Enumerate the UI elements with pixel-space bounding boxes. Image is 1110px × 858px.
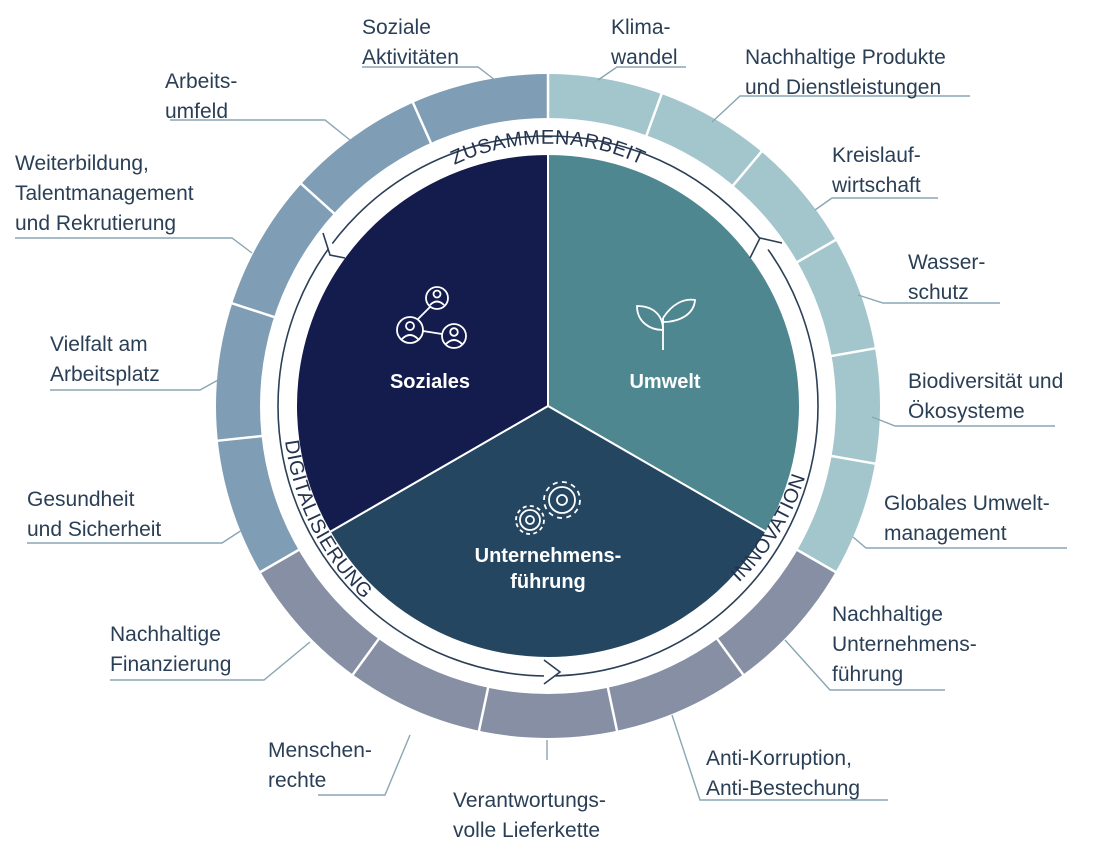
ring-separator (828, 454, 877, 466)
topic-gesundheit: Gesundheit und Sicherheit (27, 488, 162, 541)
pillar-governance-label-2: führung (510, 571, 586, 593)
pillar-governance-label-1: Unternehmens- (475, 545, 622, 567)
band-chevron (749, 237, 783, 259)
leader-line (814, 197, 938, 211)
leader-line (852, 536, 1067, 549)
pie-slice-governance (328, 404, 768, 659)
topic-vielfalt: Vielfalt am Arbeitsplatz (50, 333, 160, 386)
center-pie (295, 152, 801, 659)
band-chevron (543, 659, 562, 685)
ring-segment-social (215, 74, 548, 572)
ring-separator (477, 684, 490, 732)
leader-line (362, 66, 496, 81)
ring-separator (794, 547, 838, 574)
topic-arbeitsumfeld: Arbeits- umfeld (165, 70, 238, 123)
ring-separator (794, 238, 838, 265)
leader-line (318, 734, 411, 796)
leader-line (857, 294, 1000, 304)
ring-separator (714, 635, 745, 677)
ring-separator (411, 101, 434, 147)
ring-segment-environment (548, 74, 880, 572)
topic-lieferkette: Verantwortungs- volle Lieferkette (453, 789, 606, 842)
topic-nachhaltige-finanzierung: Nachhaltige Finanzierung (110, 623, 232, 676)
people-network-icon (396, 286, 467, 349)
leader-line (27, 529, 243, 544)
topic-anti-korruption: Anti-Korruption, Anti-Bestechung (706, 747, 861, 800)
ring-separator (258, 547, 302, 574)
topic-umweltmanagement: Globales Umwelt- management (884, 492, 1050, 545)
topic-kreislaufwirtschaft: Kreislauf- wirtschaft (832, 144, 921, 197)
leader-line (110, 641, 311, 681)
leader-line (871, 416, 1055, 427)
leader-line (784, 639, 945, 691)
topic-nachhaltige-unternehmensfuehrung: Nachhaltige Unternehmens- führung (832, 603, 977, 686)
outer-topic-ring (215, 73, 880, 738)
leaf-sprout-icon (636, 298, 696, 350)
topic-nachhaltige-produkte: Nachhaltige Produkte und Dienstleistunge… (745, 46, 946, 99)
ring-separator (730, 150, 764, 189)
ring-segment-governance (260, 549, 836, 738)
ring-separator (644, 92, 664, 139)
ring-separator (216, 434, 265, 443)
pillar-environment-label: Umwelt (629, 371, 700, 393)
topic-wasserschutz: Wasser- schutz (908, 251, 986, 304)
ring-separator (230, 301, 278, 320)
topic-klimawandel: Klima- wandel (611, 16, 678, 69)
leader-lines (15, 66, 1067, 801)
pie-slice-environment (547, 152, 801, 534)
ring-separator (351, 635, 382, 677)
leader-line (671, 714, 888, 801)
ring-separator (606, 684, 619, 732)
topic-biodiversitaet: Biodiversität und Ökosysteme (908, 370, 1064, 423)
topic-soziale-aktivitaeten: Soziale Aktivitäten (362, 16, 459, 69)
topic-weiterbildung: Weiterbildung, Talentmanagement und Rekr… (15, 152, 194, 235)
pie-slice-social (295, 152, 549, 534)
leader-line (711, 95, 970, 123)
topic-menschenrechte: Menschen- rechte (268, 739, 372, 792)
gears-icon (515, 481, 581, 535)
leader-line (597, 66, 686, 81)
leader-line (170, 119, 351, 141)
ring-separator (299, 182, 338, 217)
leader-line (50, 379, 219, 391)
ring-separator (828, 346, 877, 358)
leader-line (15, 237, 253, 254)
band-chevron (322, 232, 346, 259)
pillar-social-label: Soziales (390, 371, 470, 393)
